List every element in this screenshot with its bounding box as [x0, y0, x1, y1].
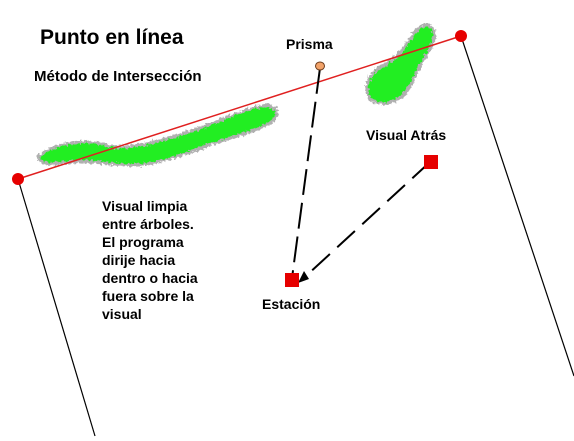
note-line: entre árboles.: [102, 216, 194, 232]
visual-atras-label: Visual Atrás: [366, 127, 447, 143]
note-line: fuera sobre la: [102, 288, 194, 304]
arrowhead: [298, 271, 309, 283]
note-line: Visual limpia: [102, 198, 188, 214]
survey-line: [17, 35, 462, 180]
prisma-marker: [315, 61, 325, 71]
estacion-label: Estación: [262, 296, 321, 312]
backsight-marker: [424, 155, 438, 169]
station-marker: [285, 273, 299, 287]
survey-point-right: [455, 30, 467, 42]
explanation-note: Visual limpia entre árboles. El programa…: [102, 197, 198, 323]
boundary-line-right: [460, 35, 574, 377]
prisma-label: Prisma: [286, 36, 333, 52]
tree-cluster-right: [365, 23, 436, 105]
note-line: dirije hacia: [102, 252, 176, 268]
note-line: visual: [102, 306, 142, 322]
sightline-to-backsight: [305, 161, 431, 277]
sightline-to-prisma: [291, 67, 321, 279]
diagram-title: Punto en línea: [40, 26, 184, 49]
tree-band-left: [36, 104, 279, 167]
boundary-line-left: [17, 178, 96, 437]
diagram-subtitle: Método de Intersección: [34, 68, 202, 85]
note-line: dentro o hacia: [102, 270, 198, 286]
note-line: El programa: [102, 234, 184, 250]
survey-point-left: [12, 173, 24, 185]
